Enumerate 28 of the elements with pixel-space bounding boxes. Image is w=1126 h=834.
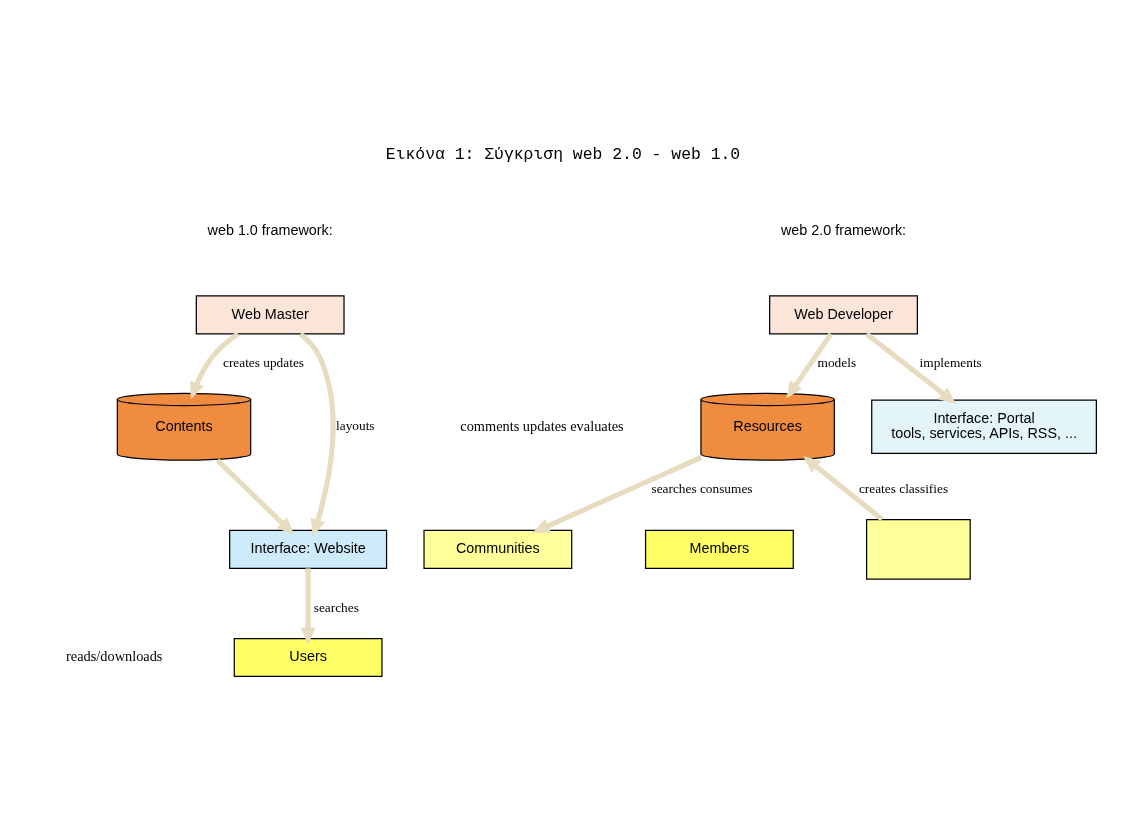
arrow — [532, 454, 703, 533]
node-box: Members — [644, 529, 794, 569]
edge-label: creates classifies — [858, 480, 949, 496]
label: reads/downloads — [66, 647, 163, 664]
node-box: Web Developer — [769, 294, 918, 335]
edge-label: implements — [919, 354, 982, 370]
edge-label: models — [817, 354, 857, 370]
node-box: Communities — [423, 529, 573, 569]
edge-label: searches consumes — [651, 480, 753, 496]
label: web 1.0 framework: — [207, 221, 333, 238]
arrow — [803, 455, 884, 521]
node-box — [866, 518, 971, 580]
edge-label: searches — [313, 599, 359, 615]
label: comments updates evaluates — [460, 417, 624, 434]
node-box: Web Master — [195, 294, 345, 335]
arrow — [300, 567, 316, 645]
edge-label: layouts — [336, 417, 375, 433]
arrow — [215, 458, 295, 535]
arrow — [865, 331, 957, 404]
arrow — [786, 332, 834, 399]
arrow — [298, 331, 336, 536]
node-box: Users — [233, 637, 383, 677]
arrow — [190, 331, 240, 399]
label: web 2.0 framework: — [780, 221, 907, 238]
diagram-title: Εικόνα 1: Σύγκριση web 2.0 - web 1.0 — [385, 144, 741, 164]
edge-label: creates updates — [222, 354, 305, 370]
node-box: Interface: Portal tools, services, APIs, RSS, ... — [871, 398, 1097, 454]
node-box: Interface: Website — [229, 529, 388, 569]
